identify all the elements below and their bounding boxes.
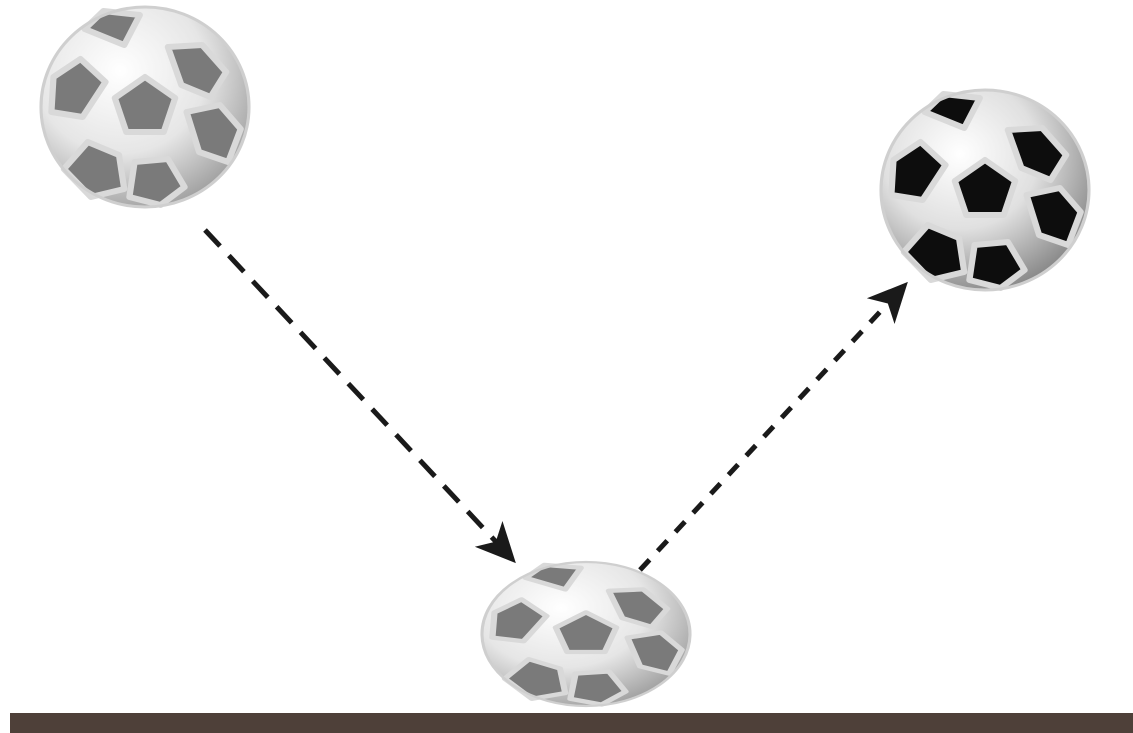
outgoing-path xyxy=(640,285,905,570)
rising-ball xyxy=(881,90,1089,290)
incoming-path xyxy=(205,230,513,560)
squashed-ball xyxy=(482,562,690,706)
falling-ball xyxy=(41,7,249,207)
ground-bar xyxy=(10,713,1133,733)
